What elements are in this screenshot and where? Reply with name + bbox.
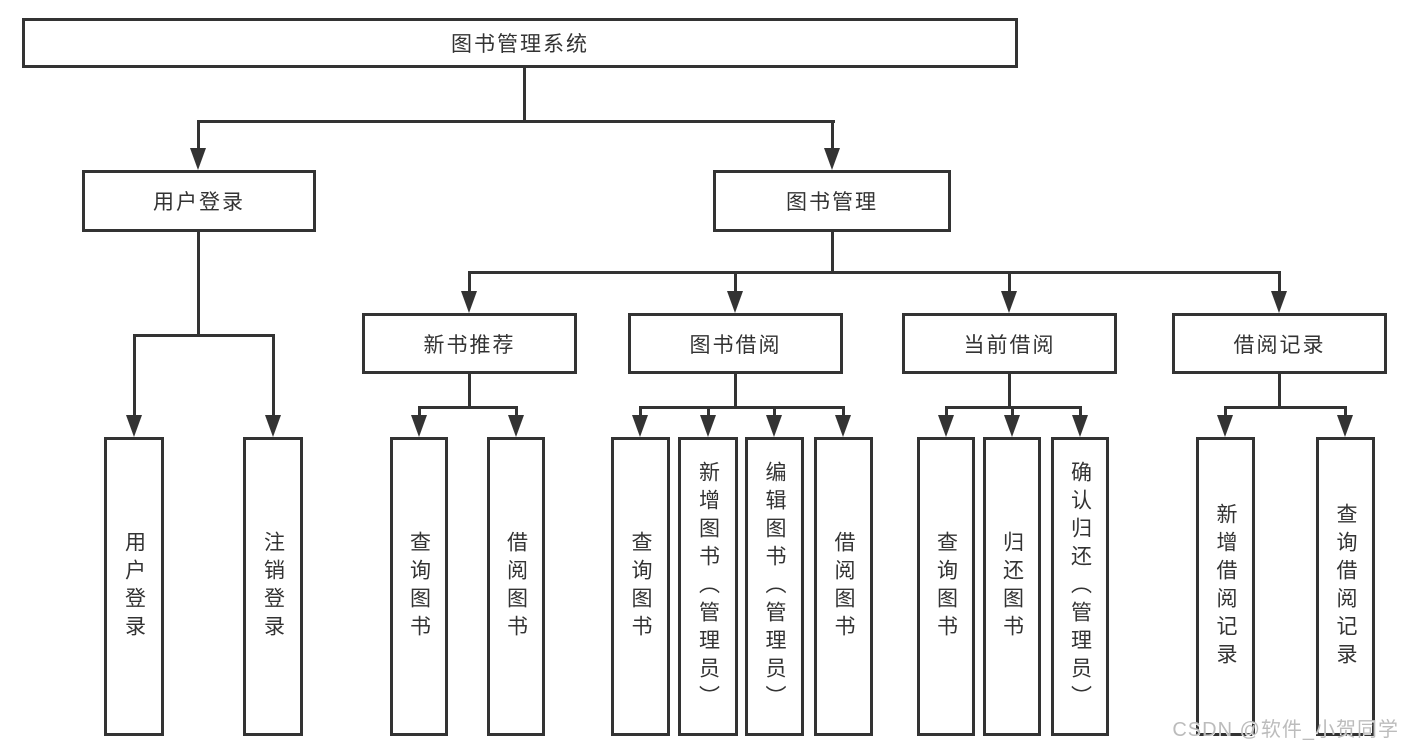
leaf-logout: 注销登录 xyxy=(243,437,303,736)
node-new-book-recommend-label: 新书推荐 xyxy=(423,333,516,357)
leaf-confirm-return-admin: 确认归还（管理员） xyxy=(1051,437,1109,736)
arrowhead-book-borrow xyxy=(727,291,743,313)
connector-drop-query2 xyxy=(639,406,642,419)
arrowhead-borrow1 xyxy=(508,415,524,437)
connector-drop-new-book xyxy=(468,271,471,295)
leaf-query-books-3: 查询图书 xyxy=(917,437,975,736)
node-book-borrow: 图书借阅 xyxy=(628,313,843,374)
node-root: 图书管理系统 xyxy=(22,18,1018,68)
leaf-borrow-books-2-label: 借阅图书 xyxy=(832,530,855,643)
connector-bus-borrow-records xyxy=(1224,406,1346,409)
connector-book-borrow-feed xyxy=(734,374,737,409)
arrowhead-edit-books xyxy=(766,415,782,437)
arrowhead-borrow2 xyxy=(835,415,851,437)
connector-bus-book-borrow xyxy=(639,406,845,409)
connector-drop-edit-books xyxy=(773,406,776,419)
leaf-logout-label: 注销登录 xyxy=(261,530,285,643)
node-book-borrow-label: 图书借阅 xyxy=(689,333,782,357)
connector-borrow-records-feed xyxy=(1278,374,1281,409)
leaf-borrow-books-2: 借阅图书 xyxy=(814,437,873,736)
leaf-add-borrow-record-label: 新增借阅记录 xyxy=(1214,502,1237,671)
node-new-book-recommend: 新书推荐 xyxy=(362,313,577,374)
arrowhead-current-borrow xyxy=(1001,291,1017,313)
arrowhead-query-record xyxy=(1337,415,1353,437)
node-current-borrow-label: 当前借阅 xyxy=(963,333,1056,357)
connector-drop-current-borrow xyxy=(1008,271,1011,295)
node-book-management: 图书管理 xyxy=(713,170,951,232)
arrowhead-user-login xyxy=(190,148,206,170)
csdn-watermark: CSDN @软件_小贺同学 xyxy=(1172,719,1399,741)
arrowhead-return-books xyxy=(1004,415,1020,437)
connector-root-feed xyxy=(523,67,526,120)
connector-new-book-feed xyxy=(468,374,471,409)
leaf-return-books: 归还图书 xyxy=(983,437,1041,736)
leaf-query-books-1: 查询图书 xyxy=(390,437,448,736)
connector-drop-add-record xyxy=(1224,406,1227,419)
arrowhead-leaf-user-login xyxy=(126,415,142,437)
arrowhead-new-book xyxy=(461,291,477,313)
connector-drop-leaf-logout xyxy=(272,334,275,419)
connector-current-borrow-feed xyxy=(1008,374,1011,409)
node-borrow-records: 借阅记录 xyxy=(1172,313,1387,374)
leaf-add-books-admin-label: 新增图书（管理员） xyxy=(696,460,720,713)
leaf-user-login-label: 用户登录 xyxy=(122,530,146,643)
connector-bus-level3 xyxy=(468,271,1281,274)
leaf-query-borrow-record-label: 查询借阅记录 xyxy=(1334,502,1357,671)
connector-bus-level2 xyxy=(197,120,835,123)
connector-bus-user-login xyxy=(133,334,275,337)
leaf-query-books-2: 查询图书 xyxy=(611,437,670,736)
connector-drop-confirm-return xyxy=(1079,406,1082,419)
leaf-query-books-2-label: 查询图书 xyxy=(629,530,652,643)
connector-drop-query3 xyxy=(945,406,948,419)
leaf-borrow-books-1: 借阅图书 xyxy=(487,437,545,736)
connector-drop-book-management xyxy=(831,120,834,152)
connector-drop-return-books xyxy=(1011,406,1014,419)
arrowhead-leaf-logout xyxy=(265,415,281,437)
connector-drop-borrow1 xyxy=(515,406,518,419)
node-current-borrow: 当前借阅 xyxy=(902,313,1117,374)
leaf-user-login: 用户登录 xyxy=(104,437,164,736)
node-user-login-label: 用户登录 xyxy=(153,191,245,214)
node-user-login: 用户登录 xyxy=(82,170,316,232)
node-book-management-label: 图书管理 xyxy=(786,191,878,214)
arrowhead-query1 xyxy=(411,415,427,437)
connector-drop-book-borrow xyxy=(734,271,737,295)
connector-drop-leaf-user-login xyxy=(133,334,136,419)
leaf-add-borrow-record: 新增借阅记录 xyxy=(1196,437,1255,736)
arrowhead-add-books xyxy=(700,415,716,437)
node-borrow-records-label: 借阅记录 xyxy=(1233,333,1326,357)
connector-drop-borrow-records xyxy=(1278,271,1281,295)
connector-bus-new-book xyxy=(418,406,518,409)
leaf-add-books-admin: 新增图书（管理员） xyxy=(678,437,738,736)
leaf-edit-books-admin: 编辑图书（管理员） xyxy=(745,437,804,736)
connector-user-login-feed xyxy=(197,232,200,337)
leaf-borrow-books-1-label: 借阅图书 xyxy=(504,530,528,643)
leaf-query-books-1-label: 查询图书 xyxy=(407,530,431,643)
arrowhead-query3 xyxy=(938,415,954,437)
leaf-query-books-3-label: 查询图书 xyxy=(934,530,958,643)
connector-drop-add-books xyxy=(707,406,710,419)
node-root-label: 图书管理系统 xyxy=(451,33,589,56)
leaf-confirm-return-admin-label: 确认归还（管理员） xyxy=(1068,460,1092,713)
arrowhead-confirm-return xyxy=(1072,415,1088,437)
leaf-return-books-label: 归还图书 xyxy=(1000,530,1024,643)
connector-drop-user-login xyxy=(197,120,200,152)
leaf-edit-books-admin-label: 编辑图书（管理员） xyxy=(763,460,786,713)
connector-drop-query1 xyxy=(418,406,421,419)
arrowhead-book-management xyxy=(824,148,840,170)
leaf-query-borrow-record: 查询借阅记录 xyxy=(1316,437,1375,736)
arrowhead-add-record xyxy=(1217,415,1233,437)
connector-drop-borrow2 xyxy=(842,406,845,419)
connector-book-management-feed xyxy=(831,232,834,274)
arrowhead-query2 xyxy=(632,415,648,437)
connector-drop-query-record xyxy=(1344,406,1347,419)
arrowhead-borrow-records xyxy=(1271,291,1287,313)
